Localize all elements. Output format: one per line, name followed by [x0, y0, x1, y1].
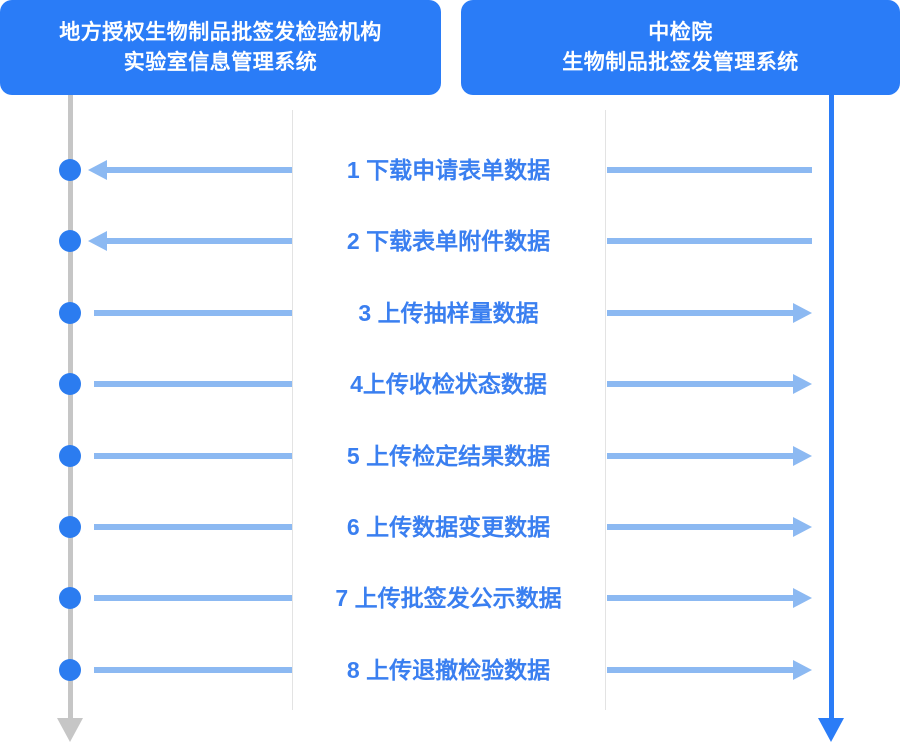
lifeline-node-dot [59, 159, 81, 181]
lifeline-node-dot [59, 444, 81, 467]
upload-line-left [94, 381, 292, 388]
arrow-right-icon [793, 374, 812, 395]
left-lifeline-arrow-icon [57, 718, 83, 742]
message-label: 1 下载申请表单数据 [346, 157, 551, 183]
upload-arrow-line-right [607, 309, 793, 316]
arrow-left-icon [88, 160, 107, 180]
message-label: 3 上传抽样量数据 [358, 299, 539, 326]
left-lifeline [68, 95, 73, 720]
lifeline-node-dot [59, 587, 81, 610]
local-lims-header-line-2: 实验室信息管理系统 [123, 50, 318, 74]
download-line-right [607, 238, 812, 245]
upload-arrow-line-right [607, 452, 793, 459]
lifeline-node-dot [59, 658, 81, 681]
download-line-right [607, 167, 812, 173]
message-label: 6 上传数据变更数据 [346, 514, 551, 540]
upload-line-left [94, 524, 292, 530]
local-lims-header-line-1: 地方授权生物制品批签发检验机构 [59, 20, 382, 44]
message-label: 8 上传退撤检验数据 [346, 656, 551, 683]
arrow-right-icon [793, 659, 812, 680]
local-lims-header: 地方授权生物制品批签发检验机构 实验室信息管理系统 [0, 0, 441, 95]
upload-line-left [94, 309, 292, 316]
upload-arrow-line-right [607, 381, 793, 388]
right-lifeline [829, 95, 834, 720]
arrow-left-icon [88, 231, 107, 252]
download-arrow-line-left [106, 238, 292, 245]
lifeline-node-dot [59, 230, 81, 253]
lifeline-node-dot [59, 301, 81, 324]
upload-arrow-line-right [607, 595, 793, 602]
message-label: 4上传收检状态数据 [350, 371, 547, 398]
upload-line-left [94, 666, 292, 673]
message-label: 7 上传批签发公示数据 [335, 585, 562, 612]
nifdc-header: 中检院 生物制品批签发管理系统 [461, 0, 900, 95]
arrow-right-icon [793, 588, 812, 609]
arrow-right-icon [793, 517, 812, 537]
upload-arrow-line-right [607, 524, 793, 530]
arrow-right-icon [793, 445, 812, 466]
upload-line-left [94, 595, 292, 602]
arrow-right-icon [793, 302, 812, 323]
right-lifeline-arrow-icon [818, 718, 844, 742]
message-label: 2 下载表单附件数据 [346, 228, 551, 255]
download-arrow-line-left [106, 167, 292, 173]
upload-line-left [94, 452, 292, 459]
nifdc-header-line-1: 中检院 [648, 20, 713, 44]
nifdc-header-line-2: 生物制品批签发管理系统 [562, 50, 799, 74]
lifeline-node-dot [59, 373, 81, 396]
column-separator-left [292, 110, 293, 710]
upload-arrow-line-right [607, 666, 793, 673]
column-separator-right [605, 110, 606, 710]
message-label: 5 上传检定结果数据 [346, 442, 551, 469]
lifeline-node-dot [59, 516, 81, 538]
